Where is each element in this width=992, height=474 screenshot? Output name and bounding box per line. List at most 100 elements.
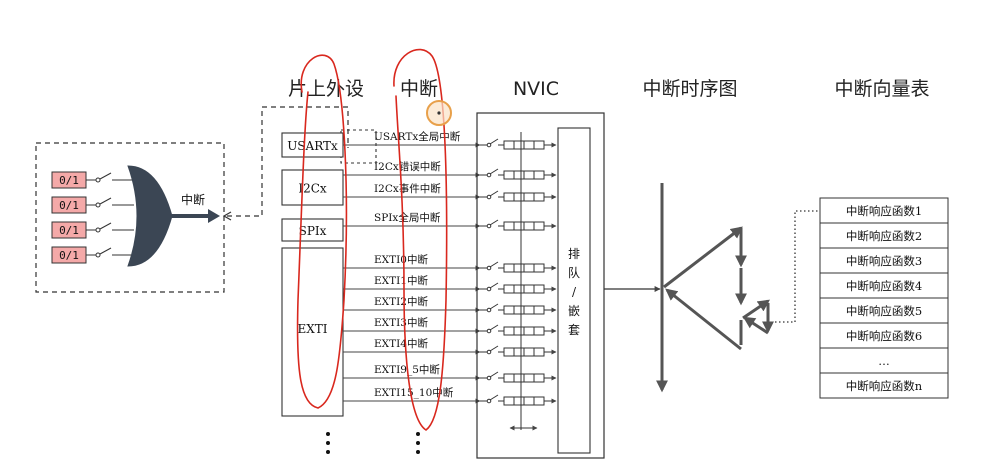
priority-bit-cell [533, 140, 545, 150]
priority-bit-cell [533, 263, 545, 273]
priority-bit-cell [513, 326, 525, 336]
interrupt-line-label: SPIx全局中断 [374, 211, 441, 224]
priority-bit-cell [533, 170, 545, 180]
priority-bit-cell [513, 305, 525, 315]
usart-zoom-box [340, 129, 377, 164]
priority-bit-cell [523, 347, 535, 357]
interrupt-line-label: EXTI0中断 [374, 253, 428, 266]
vector-table-entry: 中断响应函数2 [846, 229, 922, 243]
switch-pivot [95, 177, 101, 183]
priority-bit-cell [523, 263, 535, 273]
priority-bit-cell [513, 373, 525, 383]
priority-bit-cell [523, 221, 535, 231]
interrupt-line-label: I2Cx错误中断 [374, 160, 441, 173]
nvic-switch-blade [489, 219, 499, 226]
interrupt-line-label: USARTx全局中断 [374, 130, 461, 143]
interrupt-line-label: EXTI15_10中断 [374, 386, 454, 399]
switch-blade [99, 247, 112, 255]
nvic-switch-pivot [486, 398, 492, 404]
vector-table-row [819, 222, 949, 249]
priority-bit-cell [523, 305, 535, 315]
peripheral-name: I2Cx [298, 182, 327, 196]
priority-bit-cell [503, 373, 515, 383]
vector-pointer [775, 210, 818, 323]
priority-bit-cell [513, 170, 525, 180]
priority-bit-cell [513, 347, 525, 357]
nvic-switch-pivot [486, 307, 492, 313]
priority-bit-cell [513, 192, 525, 202]
priority-bit-cell [523, 284, 535, 294]
header-vector-table: 中断向量表 [834, 78, 929, 100]
vector-table-entry: 中断响应函数5 [846, 304, 922, 318]
continuation-dots-mid [416, 432, 420, 454]
priority-bit-cell [513, 221, 525, 231]
nvic-switch-blade [489, 345, 499, 352]
timing-preempt-2 [742, 299, 770, 320]
vector-table-entry: 中断响应函数1 [846, 204, 922, 218]
priority-bit-cell [533, 305, 545, 315]
gate-input-label: 0/1 [59, 249, 79, 262]
gate-input-label: 0/1 [59, 199, 79, 212]
vector-table-entry: 中断响应函数n [846, 379, 923, 393]
interrupt-line-label: I2Cx事件中断 [374, 182, 441, 195]
peripheral-box [281, 132, 344, 158]
nvic-switch-pivot [486, 328, 492, 334]
nvic-switch-blade [489, 261, 499, 268]
gate-input-label: 0/1 [59, 224, 79, 237]
header-interrupt: 中断 [400, 78, 438, 100]
interrupt-lines: USARTx全局中断 I2Cx错误中断 I2Cx事件中断 SPIx全局中断 EXTI0中… [343, 130, 481, 404]
nvic-switch-pivot [486, 375, 492, 381]
vector-table-entry: … [878, 354, 890, 368]
switch-pivot [95, 202, 101, 208]
or-gate-shape [127, 165, 173, 267]
priority-bit-cell [533, 326, 545, 336]
switch-blade [99, 222, 112, 230]
timing-return-2 [742, 316, 769, 335]
priority-bit-cell [513, 140, 525, 150]
nvic-switch-pivot [486, 223, 492, 229]
vector-table-row [819, 322, 949, 349]
priority-bit-cell [533, 284, 545, 294]
vector-table: 中断响应函数1 中断响应函数2 中断响应函数3 中断响应函数4 中断响应函数5 中断响应函… [819, 197, 949, 399]
priority-bit-cell [533, 373, 545, 383]
nvic-switch-blade [489, 168, 499, 175]
annotation-loop-peripherals [296, 54, 348, 409]
arbiter-label: 排队/嵌套 [568, 247, 580, 337]
gate-input-label: 0/1 [59, 174, 79, 187]
nvic-switch-pivot [486, 172, 492, 178]
priority-bit-cell [523, 140, 535, 150]
vector-table-row [819, 372, 949, 399]
vector-table-row [819, 297, 949, 324]
switch-pivot [95, 252, 101, 258]
nvic-switch-blade [489, 394, 499, 401]
nvic-registers [480, 138, 557, 406]
zoom-connector [227, 106, 349, 217]
priority-bit-cell [513, 263, 525, 273]
vector-table-entry: 中断响应函数3 [846, 254, 922, 268]
switch-blade [99, 172, 112, 180]
zoom-connector-arrow [222, 211, 232, 221]
or-gate-group: 0/10/10/10/1 中断 [35, 142, 225, 293]
nvic-switch-blade [489, 282, 499, 289]
priority-bit-cell [523, 192, 535, 202]
nvic-switch-blade [489, 371, 499, 378]
nvic-switch-blade [489, 138, 499, 145]
vector-table-row [819, 247, 949, 274]
timing-diagram [656, 183, 774, 393]
nvic-frame [476, 112, 605, 459]
interrupt-line-label: EXTI4中断 [374, 337, 428, 350]
peripheral-name: SPIx [299, 224, 327, 238]
nvic-switch-pivot [486, 194, 492, 200]
annotation-loop-interrupts [393, 48, 448, 431]
header-timing: 中断时序图 [642, 78, 737, 100]
priority-bit-cell [503, 221, 515, 231]
priority-bit-cell [523, 326, 535, 336]
priority-bit-cell [503, 305, 515, 315]
priority-bit-cell [503, 263, 515, 273]
vector-table-row [819, 347, 949, 374]
interrupt-line-label: EXTI3中断 [374, 316, 428, 329]
priority-bit-cell [503, 347, 515, 357]
vector-table-entry: 中断响应函数4 [846, 279, 922, 293]
interrupt-line-label: EXTI2中断 [374, 295, 428, 308]
